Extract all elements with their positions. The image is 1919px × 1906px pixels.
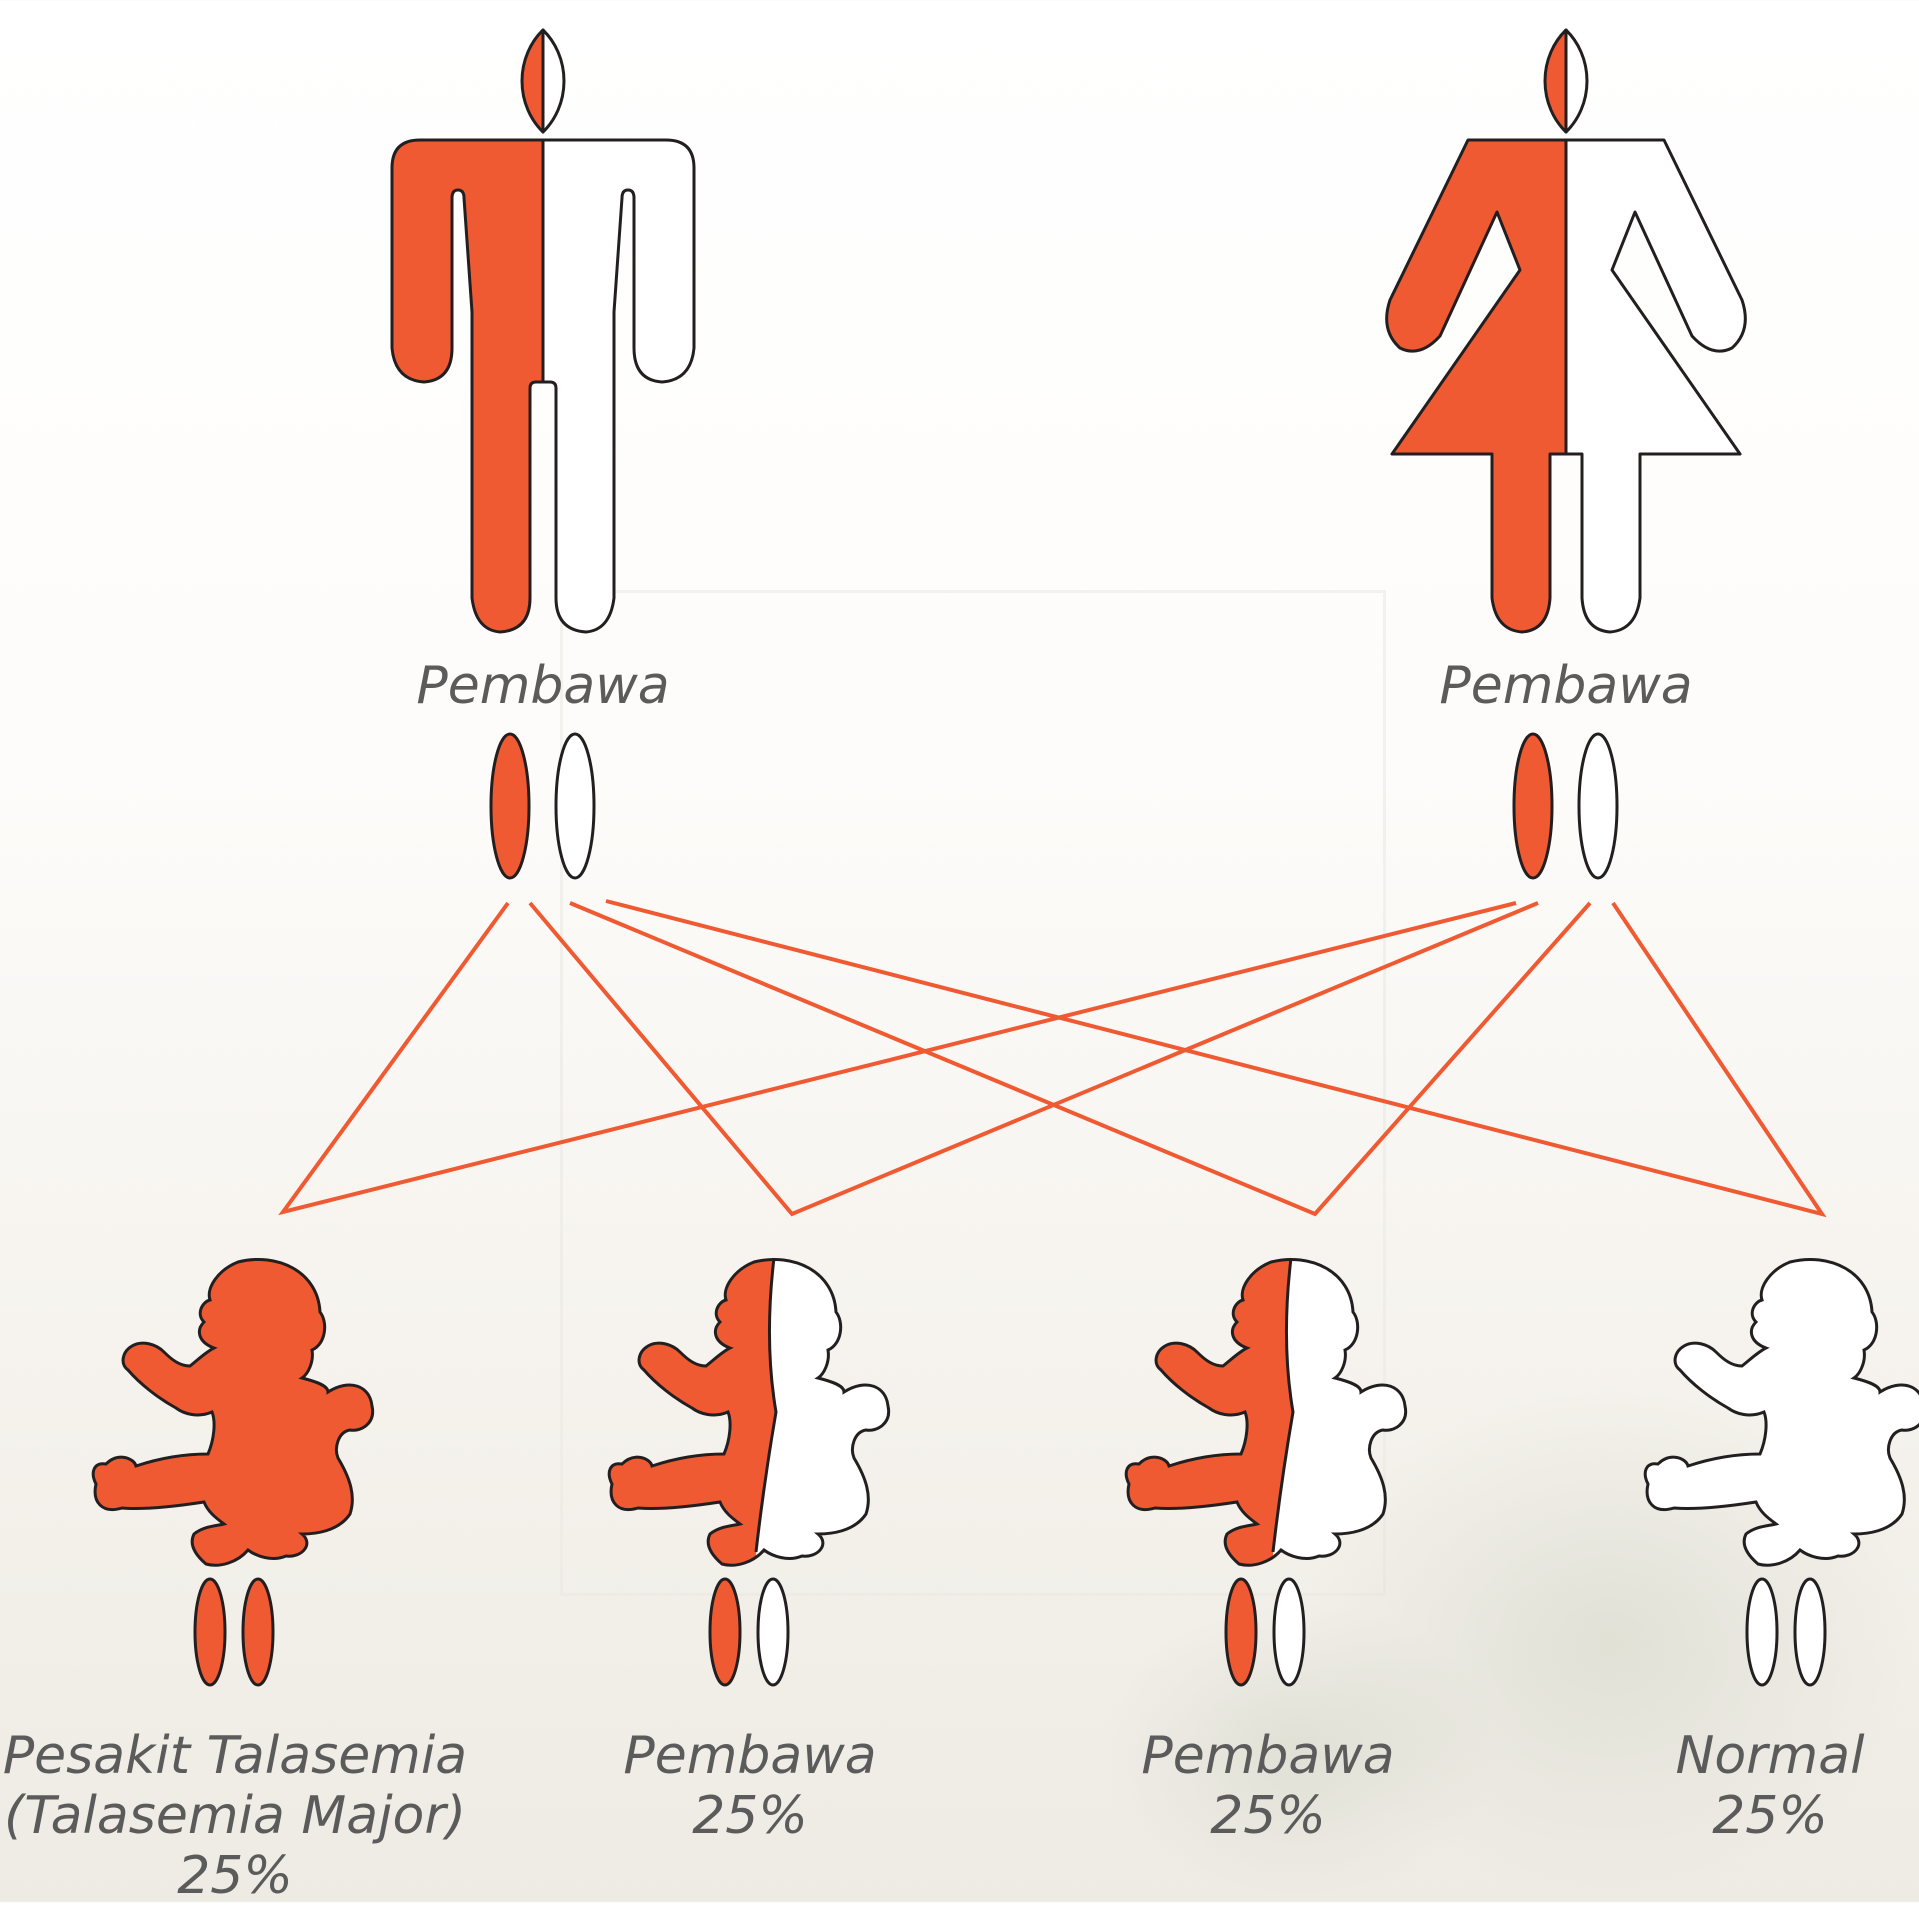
chromosome-affected — [241, 1577, 275, 1687]
child2-label: Pembawa 25% — [600, 1726, 900, 1846]
child1-percent: 25% — [177, 1846, 293, 1906]
child3-chromosomes — [1224, 1577, 1306, 1687]
chromosome-affected — [489, 732, 531, 880]
chromosome-affected — [1512, 732, 1554, 880]
mother-label: Pembawa — [1439, 656, 1693, 716]
child1-chromosomes — [193, 1577, 275, 1687]
father-chromosomes — [489, 732, 596, 880]
child-affected-figure — [91, 1257, 375, 1567]
chromosome-affected — [1224, 1577, 1258, 1687]
chromosome-normal — [554, 732, 596, 880]
child3-percent: 25% — [1210, 1786, 1326, 1846]
chromosome-normal — [1745, 1577, 1779, 1687]
child2-percent: 25% — [692, 1786, 808, 1846]
child4-status: Normal — [1675, 1726, 1865, 1786]
inheritance-lines — [278, 899, 1827, 1218]
child3-status: Pembawa — [1141, 1726, 1395, 1786]
chromosome-normal — [1272, 1577, 1306, 1687]
chromosome-normal — [1577, 732, 1619, 880]
child4-chromosomes — [1745, 1577, 1827, 1687]
mother-chromosomes — [1512, 732, 1619, 880]
child1-label: Pesakit Talasemia (Talasemia Major) 25% — [0, 1726, 470, 1906]
child3-label: Pembawa 25% — [1118, 1726, 1418, 1846]
child-carrier-figure — [607, 1257, 891, 1567]
mother-figure — [1385, 28, 1747, 634]
child-normal-figure — [1643, 1257, 1919, 1567]
child-carrier-figure — [1124, 1257, 1408, 1567]
chromosome-normal — [1793, 1577, 1827, 1687]
child4-label: Normal 25% — [1640, 1726, 1900, 1846]
child1-status-detail: (Talasemia Major) — [3, 1786, 466, 1846]
line-child4 — [605, 899, 1827, 1218]
chromosome-affected — [193, 1577, 227, 1687]
line-child2 — [528, 901, 1539, 1217]
child2-status: Pembawa — [623, 1726, 877, 1786]
chromosome-affected — [708, 1577, 742, 1687]
father-figure — [390, 28, 696, 634]
line-child3 — [569, 901, 1592, 1217]
child4-percent: 25% — [1712, 1786, 1828, 1846]
child1-status: Pesakit Talasemia — [2, 1726, 468, 1786]
chromosome-normal — [756, 1577, 790, 1687]
father-label: Pembawa — [416, 656, 670, 716]
child2-chromosomes — [708, 1577, 790, 1687]
line-child1 — [278, 901, 1517, 1216]
background-window — [560, 590, 1386, 1596]
